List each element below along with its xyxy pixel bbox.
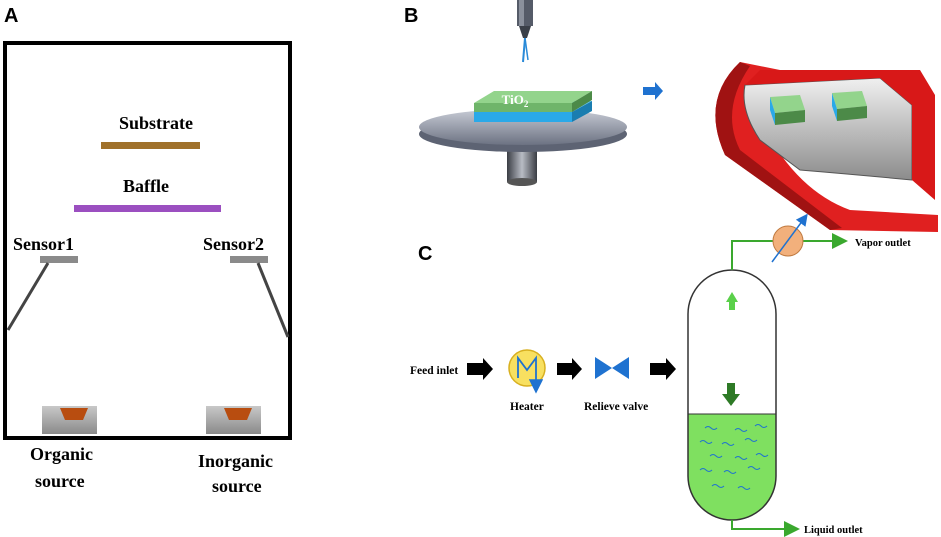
organic-crucible (42, 406, 97, 434)
baffle-bar (74, 205, 221, 212)
vapor-outlet-pipe (731, 233, 848, 270)
vapor-outlet-label: Vapor outlet (855, 238, 911, 249)
baffle-label: Baffle (123, 176, 169, 196)
tio2-label: TiO2 (502, 92, 529, 109)
inorganic-source-line2: source (212, 476, 262, 496)
organic-source-line1: Organic (30, 444, 93, 464)
feed-arrow-icon (467, 358, 493, 380)
heater-label: Heater (510, 401, 544, 413)
relief-valve-icon (595, 357, 612, 379)
flash-separator (687, 269, 777, 521)
sensor1-head (40, 256, 78, 263)
liquid-outlet-label: Liquid outlet (804, 525, 863, 536)
condenser-icon (771, 213, 808, 263)
panel-label-a: A (4, 5, 18, 27)
liquid-down-arrow-icon (722, 383, 740, 406)
vapor-up-arrow-icon (726, 292, 738, 310)
inorganic-crucible (206, 406, 261, 434)
liquid-waves (699, 424, 769, 490)
panel-label-b: B (404, 5, 418, 27)
sensor2-label: Sensor2 (203, 234, 264, 254)
valve-out-arrow-icon (650, 358, 676, 380)
substrate-label: Substrate (119, 113, 193, 133)
dispenser-nozzle-icon (517, 0, 533, 63)
liquid-outlet-pipe (731, 520, 800, 537)
feed-inlet-label: Feed inlet (410, 365, 458, 377)
organic-source-line2: source (35, 471, 85, 491)
substrate-bar (101, 142, 200, 149)
heater-icon (508, 349, 546, 394)
sensor2-head (230, 256, 268, 263)
panel-label-c: C (418, 243, 432, 265)
sensor1-arm (6, 262, 50, 331)
process-arrow-icon (643, 82, 663, 100)
spin-coater (419, 91, 627, 186)
relief-valve-label: Relieve valve (584, 401, 648, 413)
inorganic-source-line1: Inorganic (198, 451, 273, 471)
evaporation-chamber (3, 41, 292, 440)
sensor1-label: Sensor1 (13, 234, 74, 254)
tube-furnace (715, 62, 938, 232)
sensor2-arm (256, 262, 290, 338)
heater-out-arrow-icon (557, 358, 582, 380)
